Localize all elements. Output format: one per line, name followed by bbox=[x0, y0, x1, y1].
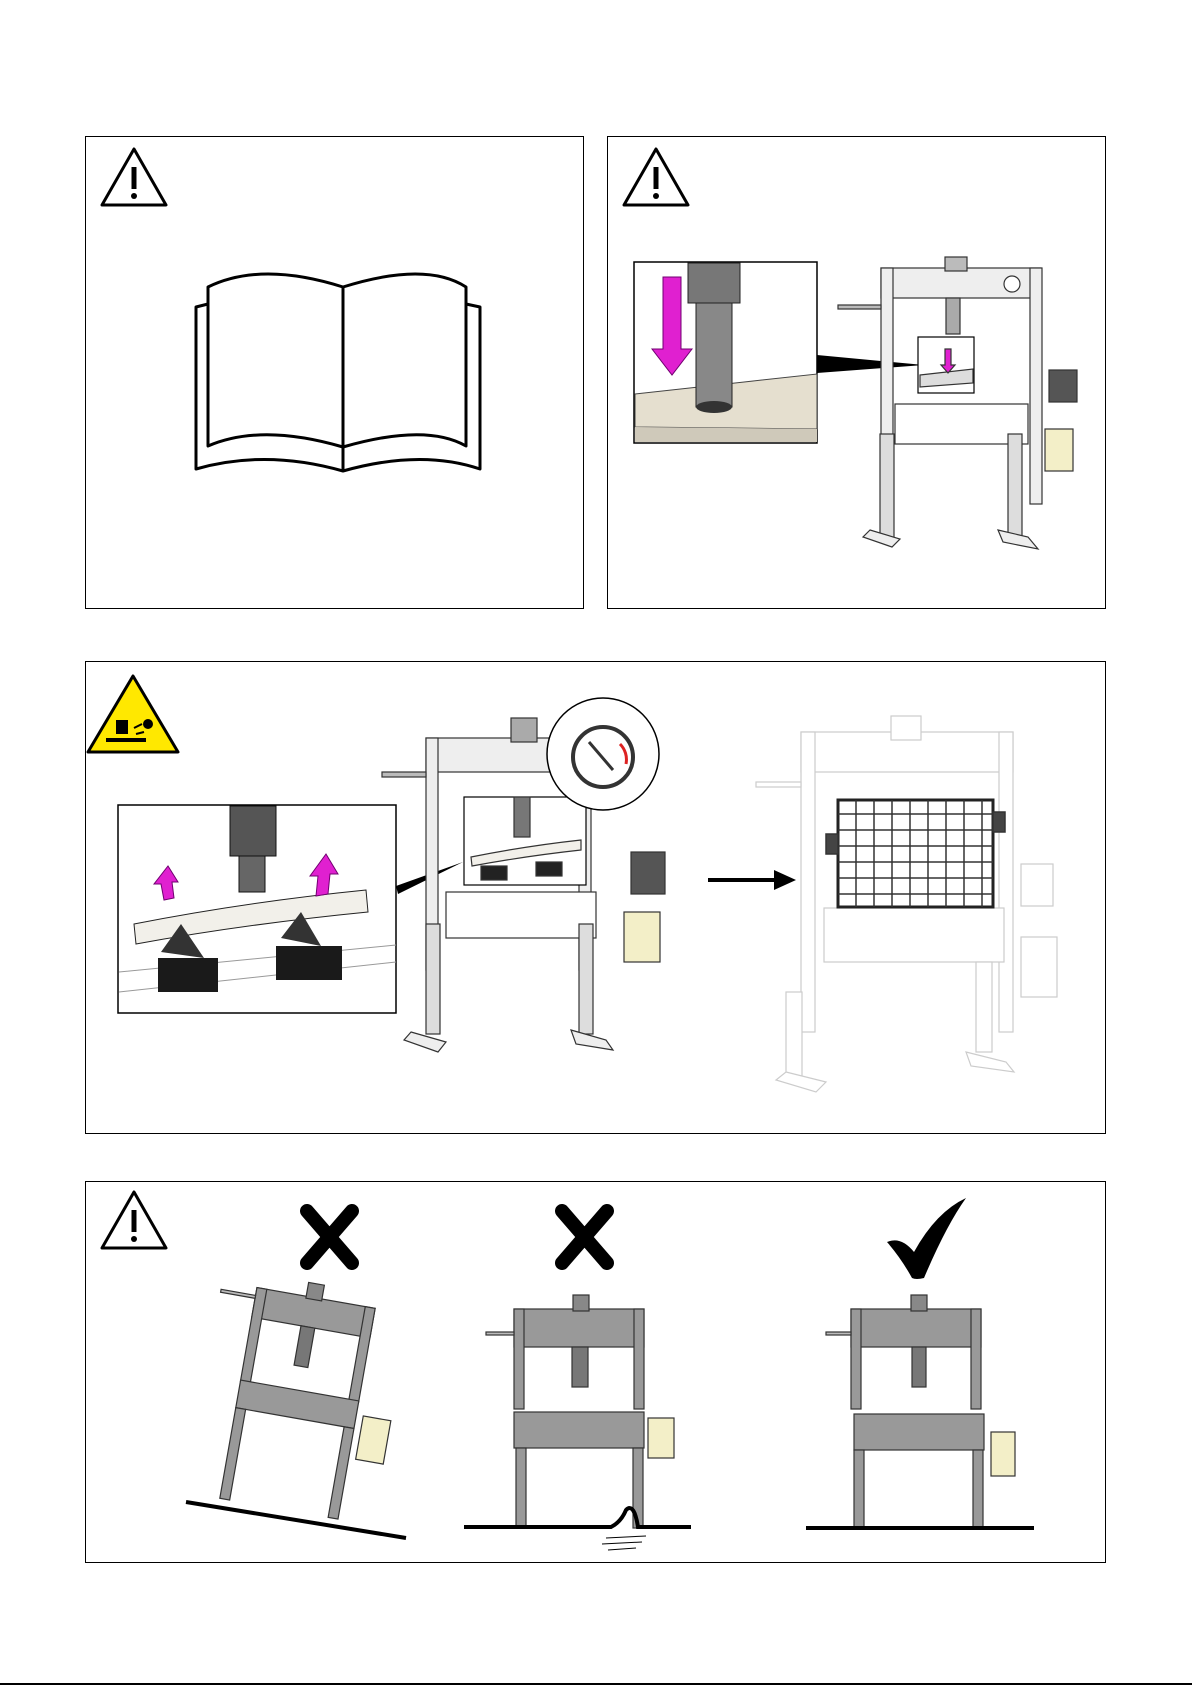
right-arrow-icon bbox=[708, 870, 796, 890]
press-ram-detail bbox=[634, 262, 817, 443]
pressure-gauge-icon bbox=[547, 698, 659, 810]
warning-triangle-icon bbox=[102, 149, 166, 205]
cross-icon bbox=[307, 1211, 352, 1263]
check-icon bbox=[887, 1198, 966, 1279]
protective-grid bbox=[826, 800, 1005, 907]
panel-floor-placement bbox=[85, 1181, 1106, 1563]
press-on-level-floor bbox=[826, 1295, 1015, 1528]
cross-icon bbox=[562, 1211, 607, 1263]
press-on-uneven-floor bbox=[486, 1295, 674, 1528]
press-on-slope bbox=[185, 1268, 412, 1526]
panel-max-stroke bbox=[607, 136, 1106, 609]
bending-pipe-detail bbox=[118, 805, 396, 1013]
panel-ejection-hazard bbox=[85, 661, 1106, 1134]
warning-triangle-icon bbox=[102, 1192, 166, 1248]
open-book-icon bbox=[196, 274, 480, 471]
panel-read-manual bbox=[85, 136, 584, 609]
hydraulic-press bbox=[838, 257, 1077, 549]
warning-triangle-icon bbox=[624, 149, 688, 205]
ejection-hazard-icon bbox=[88, 676, 178, 752]
